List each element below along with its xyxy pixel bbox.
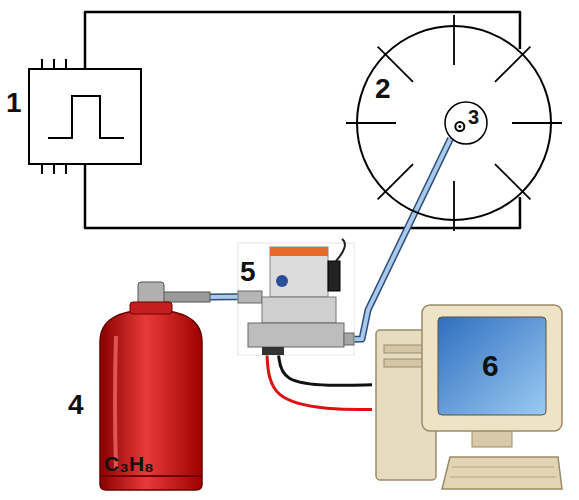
chamber-circle	[357, 26, 551, 220]
mass-flow-controller: 5	[238, 243, 354, 355]
pin	[53, 59, 55, 69]
electrode-circle: 3	[444, 101, 488, 145]
pulse-symbol	[48, 96, 124, 138]
radial-line	[378, 164, 413, 199]
drive-slot	[384, 359, 424, 367]
valve-outlet	[162, 292, 210, 302]
data-cable	[267, 355, 372, 410]
device-connector	[328, 261, 340, 291]
callout-number: 4	[68, 390, 84, 421]
electrode-circle-outline	[444, 101, 488, 145]
gas-formula: C₃H₈	[104, 452, 154, 475]
radial-line	[512, 122, 562, 124]
pin	[41, 59, 43, 69]
device-logo	[276, 275, 288, 287]
computer-outline	[372, 305, 564, 495]
keyboard	[442, 457, 562, 489]
callout-number: 6	[482, 349, 499, 382]
radial-line	[495, 47, 530, 82]
gas-cylinder: 4C₃H₈	[92, 280, 210, 494]
drive-slot	[384, 345, 424, 353]
monitor-frame	[422, 305, 562, 431]
radial-line	[453, 181, 455, 231]
pin	[65, 164, 67, 174]
pin	[53, 164, 55, 174]
connector-path	[210, 293, 238, 300]
wire	[85, 12, 520, 68]
cable-plug	[262, 347, 284, 355]
cylinder-collar	[130, 302, 172, 314]
callout-number: 3	[468, 106, 479, 128]
electrode-dot	[455, 122, 464, 131]
outlet-fitting	[344, 333, 354, 345]
connector-path	[279, 355, 372, 385]
data-cable	[279, 355, 372, 385]
inner-circle	[445, 102, 487, 144]
electrode-dot	[458, 125, 461, 128]
pulse-generator-outline	[28, 68, 142, 165]
callout-number: 2	[375, 74, 391, 105]
radial-line	[453, 15, 455, 65]
cylinder-shine	[115, 336, 116, 470]
computer: 6	[372, 305, 564, 495]
device-housing	[270, 247, 328, 297]
callout-number: 5	[240, 257, 256, 288]
gas-pipe	[210, 296, 238, 297]
monitor-screen	[438, 317, 546, 415]
connector-path	[267, 355, 372, 410]
pulse-generator: 1	[28, 68, 142, 165]
keyboard-keys	[450, 467, 556, 477]
device-base	[248, 323, 344, 347]
radial-line	[495, 164, 530, 199]
callout-number: 1	[6, 88, 22, 119]
valve	[138, 282, 164, 304]
device-body	[262, 297, 336, 323]
inlet-fitting	[238, 291, 262, 303]
pin	[41, 164, 43, 174]
device-stripe	[270, 247, 328, 256]
pin	[65, 59, 67, 69]
connector-path	[210, 295, 238, 299]
discharge-chamber: 23	[355, 24, 553, 222]
connector-path	[85, 12, 520, 68]
device-cable	[336, 239, 345, 261]
generator-box	[29, 69, 141, 164]
radial-line	[346, 122, 396, 124]
cylinder-body	[100, 310, 202, 490]
cylinder-foot	[100, 475, 202, 477]
